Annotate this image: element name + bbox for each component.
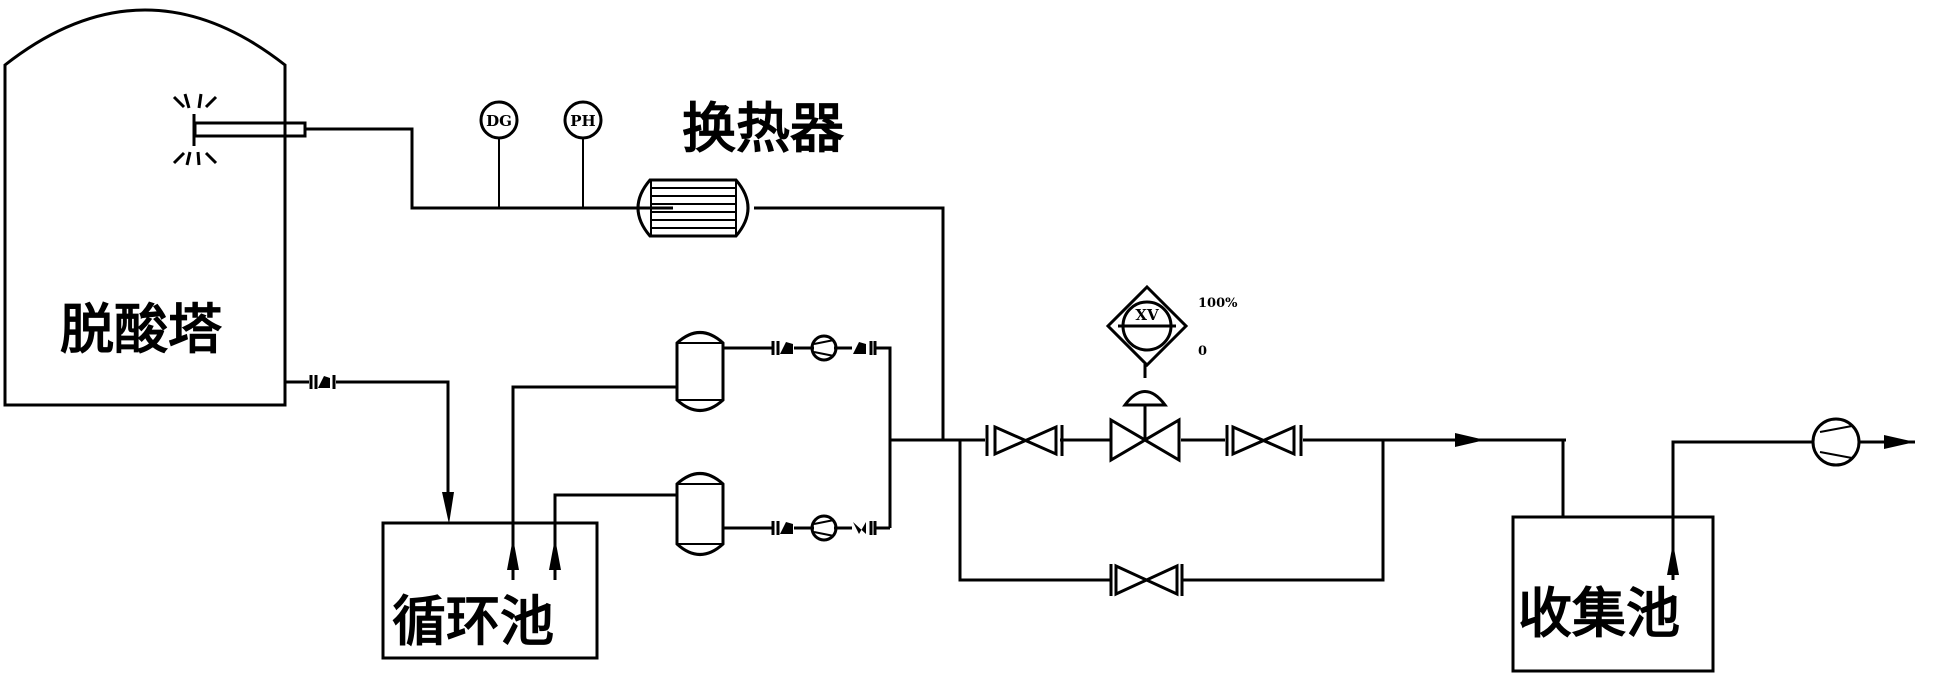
circulation-pool-label: 循环池 (392, 589, 554, 653)
flow-arrow-icon (507, 538, 519, 570)
ph-instrument[interactable]: PH (563, 100, 603, 208)
pipe-pump-line-1 (723, 346, 892, 528)
bypass-gate-valve[interactable] (1109, 563, 1184, 597)
pipe-main-line (958, 438, 1957, 582)
collection-pool-label: 收集池 (1518, 581, 1680, 645)
storage-tank-2[interactable] (675, 472, 725, 556)
pipe-tower-drain (285, 380, 450, 510)
flow-arrow-icon (1455, 433, 1485, 447)
flow-arrow-icon (1884, 435, 1915, 449)
flow-arrow-icon (442, 492, 454, 524)
pipe-tank2-to-pool (553, 493, 677, 580)
pump-icon[interactable] (810, 334, 838, 362)
flow-arrow-icon (549, 538, 561, 570)
pipe-collection-outlet (1671, 440, 1915, 580)
control-valve[interactable] (1109, 364, 1181, 463)
dg-instrument[interactable]: DG (479, 100, 519, 208)
deacidification-tower[interactable] (3, 8, 287, 407)
check-valve-icon[interactable] (853, 341, 877, 355)
line-mask (1566, 436, 1957, 444)
pump-icon[interactable] (810, 514, 838, 542)
ph-label: PH (570, 112, 595, 130)
heat-exchanger-label: 换热器 (682, 96, 845, 160)
valve-range-low: 0 (1198, 344, 1207, 359)
dg-label: DG (486, 112, 512, 130)
check-valve-icon[interactable] (853, 521, 877, 535)
check-valve-icon[interactable] (771, 341, 793, 355)
pipe-exchanger-outlet (754, 206, 945, 440)
xv-label: XV (1135, 306, 1159, 324)
flow-arrow-icon (1667, 543, 1679, 575)
gate-valve-2[interactable] (1225, 424, 1303, 457)
tower-label: 脱酸塔 (60, 297, 223, 361)
valve-range-high: 100% (1198, 296, 1238, 311)
xv-instrument[interactable]: XV (1105, 284, 1189, 368)
pipe-tower-to-exchanger (305, 127, 673, 210)
storage-tank-1[interactable] (675, 331, 725, 412)
circulation-pool[interactable] (381, 521, 599, 660)
pipe-tank1-to-pool (511, 385, 677, 580)
check-valve-icon[interactable] (309, 375, 336, 389)
collection-pool[interactable] (1511, 515, 1715, 673)
outlet-pump-icon[interactable] (1811, 417, 1861, 467)
heat-exchanger[interactable] (636, 178, 750, 238)
gate-valve-1[interactable] (985, 424, 1064, 457)
check-valve-icon[interactable] (771, 521, 793, 535)
